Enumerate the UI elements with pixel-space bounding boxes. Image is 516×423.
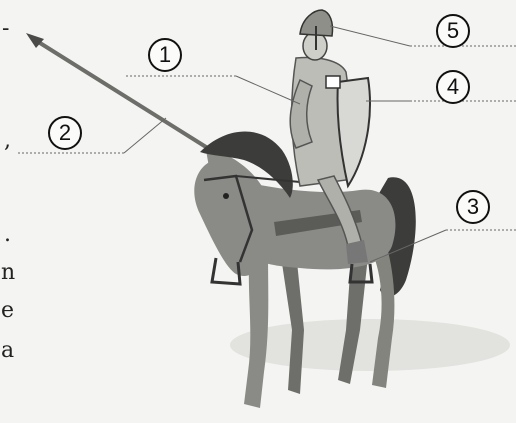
label-number-3: 3 (466, 194, 480, 219)
leader-1-connector (235, 75, 301, 105)
leader-3-connector (369, 229, 447, 263)
lance-shaft (30, 36, 216, 154)
label-circle-2: 2 (48, 116, 82, 150)
horse-front-leg-near (244, 246, 269, 408)
edge-fragment: a (1, 338, 15, 363)
horse-front-leg-far (280, 250, 304, 394)
stirrup-left (210, 257, 242, 286)
knight-boot (346, 240, 368, 264)
horse-reins (235, 175, 301, 183)
label-circle-5: 5 (436, 14, 470, 48)
label-number-1: 1 (158, 42, 172, 67)
horse-eye (223, 193, 229, 199)
leader-2-connector (123, 117, 167, 154)
label-number-4: 4 (446, 74, 460, 99)
label-number-5: 5 (446, 18, 460, 43)
stirrup-right (348, 263, 374, 284)
shield-emblem (325, 75, 341, 89)
label-circle-4: 4 (436, 70, 470, 104)
ground-shadow (230, 319, 510, 371)
edge-fragment: , (4, 128, 11, 153)
lance-tip (26, 33, 44, 48)
horse-hind-leg-near (366, 238, 395, 388)
horse-head (194, 160, 257, 277)
label-circle-1: 1 (148, 38, 182, 72)
label-circle-3: 3 (456, 190, 490, 224)
horse-bridle (203, 174, 254, 263)
leader-5-connector (329, 25, 411, 47)
label-number-2: 2 (58, 120, 72, 145)
leader-lines (18, 25, 516, 263)
knight-shield (336, 76, 371, 189)
horse-mane (200, 131, 293, 198)
knight-arm (289, 78, 313, 149)
edge-fragment: - (2, 16, 10, 41)
edge-fragment: . (4, 222, 11, 247)
edge-fragment: e (1, 298, 15, 323)
edge-fragment: n (1, 260, 16, 285)
knight-helmet (299, 9, 334, 37)
